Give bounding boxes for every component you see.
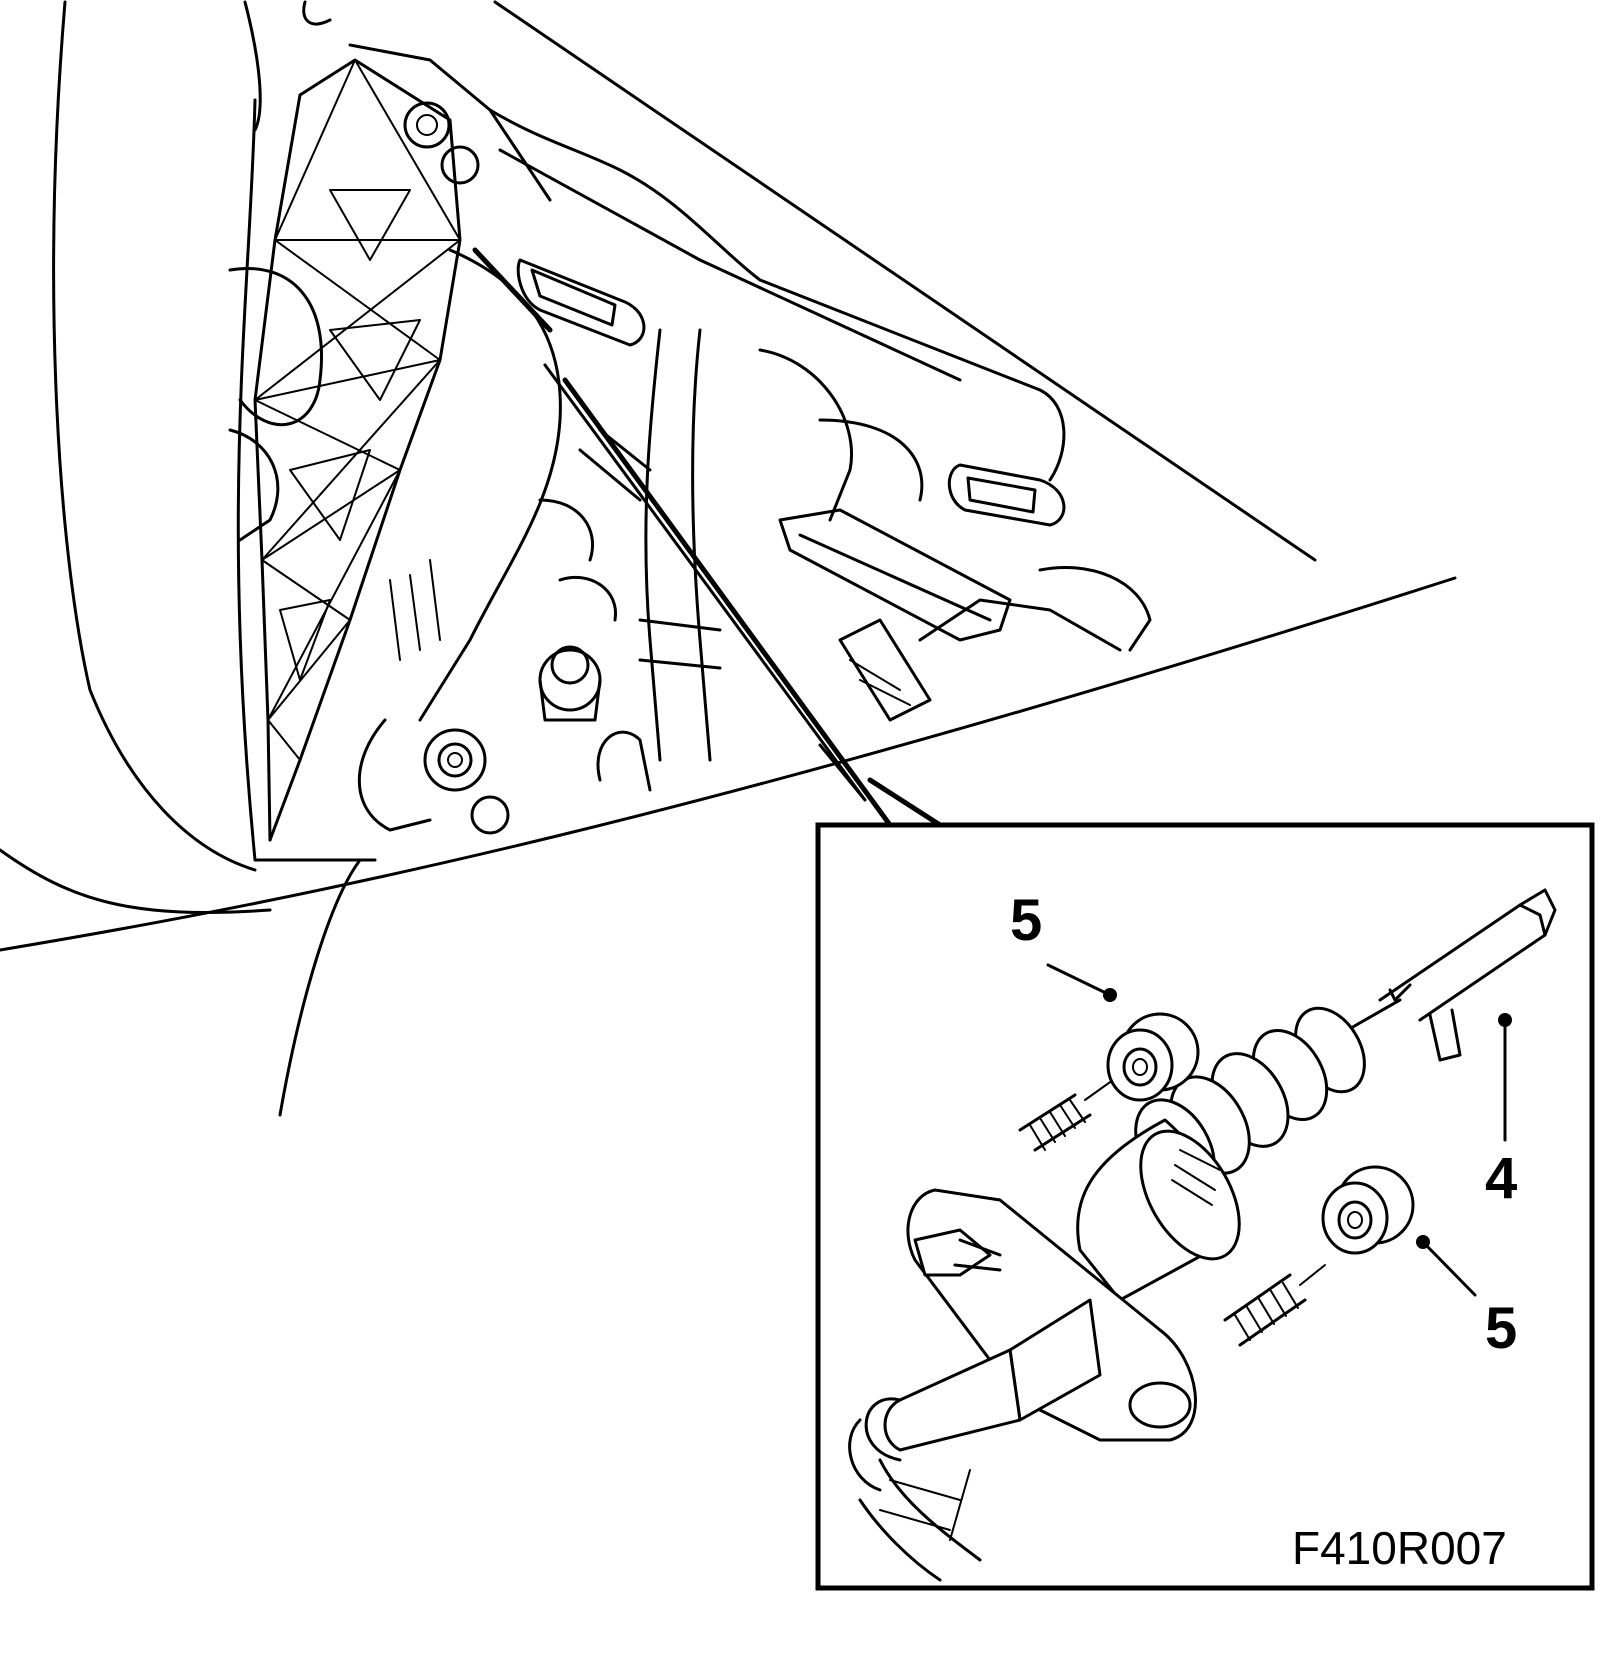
master-cylinder [848,888,1557,1582]
nut-bottom [1321,1165,1415,1255]
detail-inset [815,777,1595,1591]
nut-top [1106,1012,1200,1102]
callout-leaders [1046,963,1512,1297]
callout-5-bottom: 5 [1485,1296,1518,1361]
figure-code: F410R007 [1292,1522,1507,1574]
threaded-stud-top [1018,1074,1121,1152]
main-view [0,0,1457,1117]
threaded-stud-bottom [1223,1264,1326,1347]
pedal-bracket-lattice [253,58,462,842]
callout-4: 4 [1485,1146,1518,1211]
callout-5-top: 5 [1010,888,1043,953]
